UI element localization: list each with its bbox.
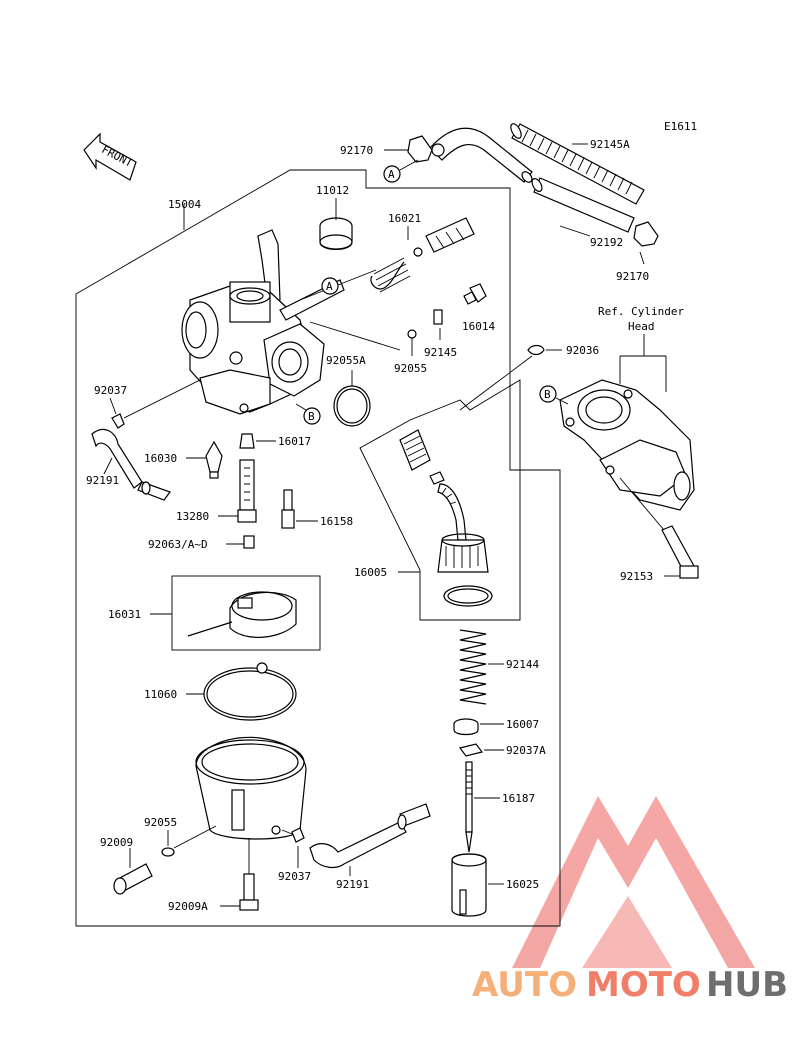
jet-needle-16187 — [465, 761, 473, 853]
pilot-jet-16158 — [281, 489, 295, 529]
label-16021: 16021 — [388, 212, 421, 225]
label-92063: 92063/A~D — [148, 538, 208, 551]
throttle-valve-16025 — [451, 853, 487, 917]
callout-b-head-label: B — [544, 388, 551, 401]
jet-16017 — [239, 433, 255, 449]
callout-b-carb — [303, 407, 321, 425]
spring-92145 — [433, 309, 443, 325]
insulator-cylinder-head — [559, 379, 695, 511]
o-ring-92055-top — [407, 329, 417, 339]
float-box — [171, 575, 321, 651]
drain-screw-92009 — [113, 863, 153, 895]
label-92055A: 92055A — [326, 354, 366, 367]
label-16158: 16158 — [320, 515, 353, 528]
label-92037-top: 92037 — [94, 384, 127, 397]
clip-92036 — [527, 344, 545, 356]
watermark-hub: HUB — [706, 965, 788, 1005]
watermark-logo — [512, 796, 755, 968]
callout-a-top-label: A — [388, 168, 395, 181]
label-92170-bottom: 92170 — [616, 270, 649, 283]
label-15004: 15004 — [168, 198, 201, 211]
watermark-text: AUTO MOTO HUB — [472, 965, 788, 1005]
choke-assembly-box — [359, 379, 521, 621]
label-92192: 92192 — [590, 236, 623, 249]
label-11060: 11060 — [144, 688, 177, 701]
seat-16007 — [453, 718, 479, 736]
ref-label-line1: Ref. Cylinder — [598, 305, 684, 318]
label-92144: 92144 — [506, 658, 539, 671]
clip-92037-bottom — [291, 827, 305, 843]
label-92037-bottom: 92037 — [278, 870, 311, 883]
label-92037A: 92037A — [506, 744, 546, 757]
hose-92191-top — [91, 429, 171, 501]
label-13280: 13280 — [176, 510, 209, 523]
label-16031: 16031 — [108, 608, 141, 621]
float-bowl — [195, 736, 307, 840]
hose-92191-bottom — [309, 803, 431, 869]
main-jet-92063 — [243, 535, 255, 549]
label-92153: 92153 — [620, 570, 653, 583]
label-16187: 16187 — [502, 792, 535, 805]
label-92009: 92009 — [100, 836, 133, 849]
spring-92144 — [459, 629, 487, 705]
needle-jet-13280 — [237, 459, 257, 523]
choke-16005 — [399, 429, 493, 607]
hose-clamp-top-icon — [407, 135, 445, 163]
screw-16014 — [463, 283, 487, 305]
callout-a-mid — [321, 277, 339, 295]
fuel-hose-92192 — [429, 127, 635, 233]
callout-b-carb-label: B — [308, 410, 315, 423]
label-92009A: 92009A — [168, 900, 208, 913]
ref-label-line2: Head — [628, 320, 655, 333]
callout-b-head — [539, 385, 557, 403]
label-92145: 92145 — [424, 346, 457, 359]
float-16031 — [187, 591, 297, 638]
label-16030: 16030 — [144, 452, 177, 465]
cap-11012 — [319, 217, 353, 251]
screw-92009A — [239, 873, 259, 911]
label-92170-top: 92170 — [340, 144, 373, 157]
label-16025: 16025 — [506, 878, 539, 891]
label-92191-bottom: 92191 — [336, 878, 369, 891]
throttle-valve-16021 — [370, 217, 475, 293]
diagram-code: E1611 — [664, 120, 697, 133]
callout-a-mid-label: A — [326, 280, 333, 293]
bolt-92153 — [661, 525, 699, 579]
clip-92037-top — [111, 413, 125, 429]
o-ring-92055A — [333, 385, 371, 427]
assembly-boundary — [75, 169, 561, 927]
clip-92037A — [458, 743, 484, 757]
hose-clamp-bottom-icon — [633, 221, 659, 247]
label-16005: 16005 — [354, 566, 387, 579]
o-ring-92055-bottom — [161, 847, 175, 857]
hose-92145A — [510, 123, 645, 205]
watermark-auto: AUTO — [472, 965, 577, 1005]
label-92191-top: 92191 — [86, 474, 119, 487]
watermark-moto: MOTO — [586, 965, 701, 1005]
front-arrow-icon: FRONT — [83, 132, 137, 181]
label-92055-bottom: 92055 — [144, 816, 177, 829]
label-16014: 16014 — [462, 320, 495, 333]
label-16007: 16007 — [506, 718, 539, 731]
gasket-11060 — [203, 662, 297, 721]
callout-a-top — [383, 165, 401, 183]
label-92145A: 92145A — [590, 138, 630, 151]
label-16017: 16017 — [278, 435, 311, 448]
label-92055-top: 92055 — [394, 362, 427, 375]
label-11012: 11012 — [316, 184, 349, 197]
carburetor-body — [181, 229, 345, 415]
float-valve-16030 — [205, 440, 223, 479]
label-92036: 92036 — [566, 344, 599, 357]
